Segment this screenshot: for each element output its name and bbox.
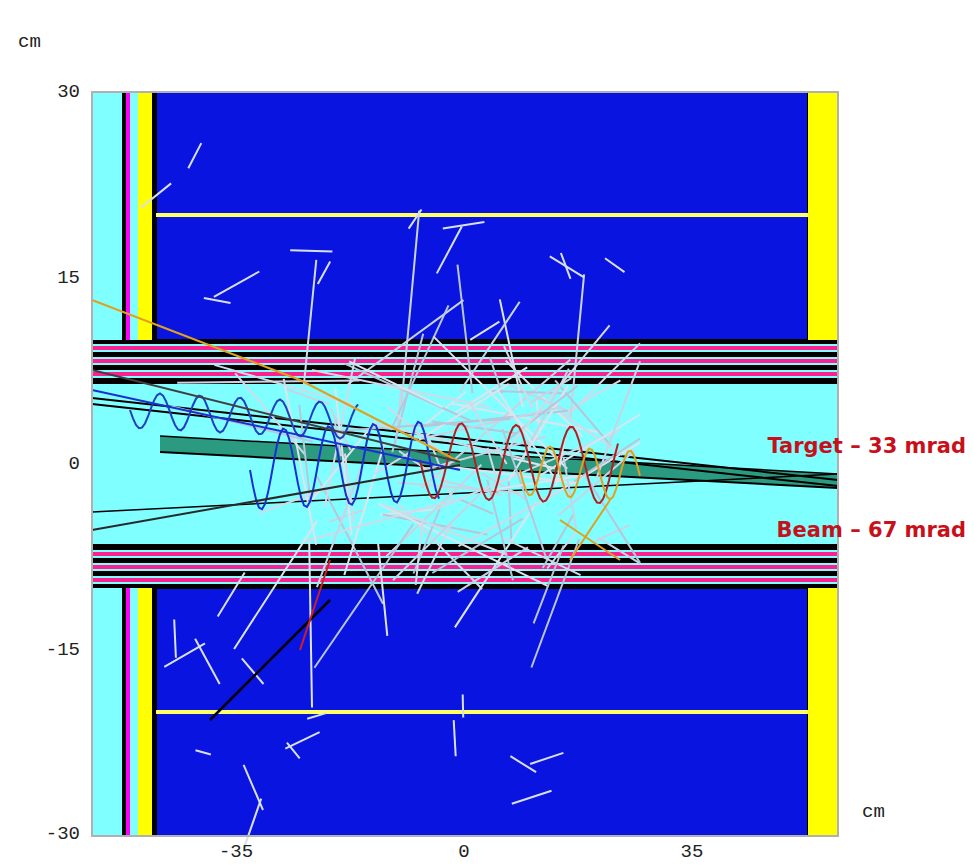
track <box>196 750 211 754</box>
track <box>560 500 620 560</box>
track <box>455 503 536 628</box>
tick-label: 35 <box>681 843 704 862</box>
track <box>596 361 640 479</box>
track <box>391 305 449 430</box>
yellow-divider <box>156 710 808 714</box>
track <box>244 799 262 849</box>
track <box>188 143 201 168</box>
track <box>534 546 564 624</box>
tick-label: -30 <box>46 825 80 844</box>
track <box>512 791 552 804</box>
tick-label: -15 <box>46 641 80 660</box>
track <box>417 524 451 594</box>
beam-pipe <box>92 340 838 588</box>
particle-tracks <box>92 143 640 849</box>
track <box>218 573 245 617</box>
track <box>509 325 609 447</box>
track <box>420 423 618 503</box>
track <box>92 390 460 470</box>
tick-label: 0 <box>458 843 469 862</box>
angle-annotation: Beam – 67 mrad <box>777 520 966 541</box>
tick-label: -35 <box>219 843 253 862</box>
track <box>520 447 640 500</box>
track <box>488 448 499 485</box>
yellow-divider <box>156 213 808 217</box>
track <box>409 210 422 229</box>
track <box>290 250 332 251</box>
track <box>443 222 485 228</box>
tick-label: 30 <box>57 83 80 102</box>
track <box>470 322 499 340</box>
track <box>378 543 387 636</box>
track <box>329 510 363 522</box>
tick-label: 15 <box>57 269 80 288</box>
track <box>244 765 263 810</box>
track <box>214 365 352 405</box>
angle-annotation: Target – 33 mrad <box>767 436 966 457</box>
track <box>349 361 443 407</box>
track <box>419 384 509 440</box>
axis-unit: cm <box>862 803 885 822</box>
plot-area <box>92 92 838 836</box>
track <box>300 560 330 650</box>
track <box>92 300 460 462</box>
track <box>586 476 640 563</box>
track <box>130 394 358 439</box>
tick-label: 0 <box>69 455 80 474</box>
track <box>570 274 584 418</box>
track <box>210 600 330 720</box>
track <box>309 542 312 708</box>
magnet-block <box>156 588 808 836</box>
track <box>92 465 460 530</box>
track <box>530 378 572 403</box>
track <box>530 753 563 764</box>
track <box>459 499 494 514</box>
track <box>504 346 532 408</box>
track <box>555 380 611 445</box>
track <box>195 639 220 684</box>
plot-frame <box>92 92 838 836</box>
track <box>458 547 528 592</box>
track <box>141 183 171 207</box>
track <box>379 504 549 587</box>
track <box>214 272 259 297</box>
track <box>204 298 231 303</box>
track <box>304 260 317 389</box>
track <box>605 258 625 272</box>
track <box>314 524 413 668</box>
track <box>234 521 317 649</box>
track <box>307 713 326 719</box>
track <box>559 380 620 415</box>
track <box>550 256 584 277</box>
track <box>462 694 465 717</box>
track <box>490 357 502 393</box>
right-yellow <box>808 588 838 836</box>
track <box>285 732 319 749</box>
pipe-stripes <box>92 340 838 588</box>
track <box>393 486 488 581</box>
track <box>460 302 520 392</box>
track <box>92 370 460 462</box>
right-yellow <box>808 92 838 340</box>
track <box>174 620 176 658</box>
track <box>318 261 330 284</box>
axis-unit: cm <box>18 33 41 52</box>
track <box>541 415 640 476</box>
track <box>284 379 317 545</box>
track <box>437 227 462 274</box>
track <box>454 720 456 756</box>
magnet-block <box>156 92 808 340</box>
